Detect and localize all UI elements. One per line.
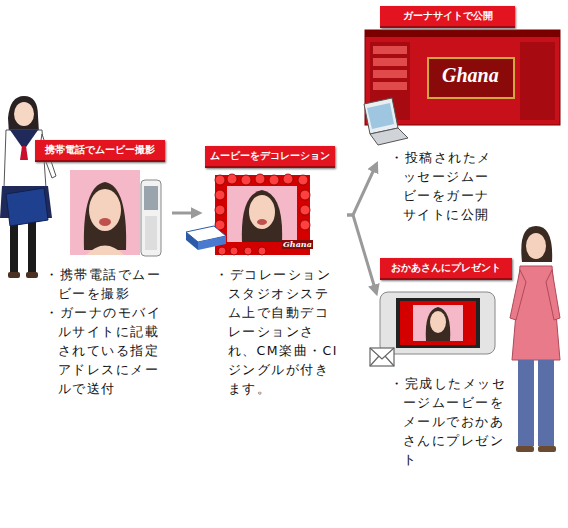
site-button xyxy=(373,58,407,66)
site-button xyxy=(373,82,407,90)
schoolgirl-figure xyxy=(0,96,56,278)
hair xyxy=(426,307,451,341)
step-note: ・ガーナのモバイルサイトに記載されている指定アドレスにメールで送付 xyxy=(45,303,167,398)
flow-arrow xyxy=(347,165,376,215)
mail-envelope xyxy=(370,348,394,366)
server-side xyxy=(186,232,198,250)
flow-arrow xyxy=(172,212,198,215)
mother-figure xyxy=(510,226,560,452)
phone-screen xyxy=(144,186,158,210)
leg xyxy=(28,218,36,274)
site-bar xyxy=(365,30,560,37)
step-note: ・携帯電話でムービーを撮影 xyxy=(45,265,167,303)
envelope-body xyxy=(370,348,394,366)
shoe xyxy=(26,272,38,278)
laptop xyxy=(364,98,408,145)
jeans-leg xyxy=(538,360,554,446)
site-button xyxy=(373,46,407,54)
hair xyxy=(521,226,552,262)
step-note: ・デコレーションスタジオシステム上で自動デコレーションされ、CM楽曲・CIジング… xyxy=(215,265,340,398)
arm xyxy=(510,270,526,320)
mouth xyxy=(257,219,267,225)
laptop-keyboard xyxy=(370,128,408,145)
jeans-leg xyxy=(518,360,534,446)
phone-landscape xyxy=(380,292,495,354)
photo-ground xyxy=(413,305,463,341)
step-box: 携帯電話でムービー撮影・携帯電話でムービーを撮影・ガーナのモバイルサイトに記載さ… xyxy=(35,140,170,398)
mobile-phone xyxy=(141,180,161,256)
step-heading: 携帯電話でムービー撮影 xyxy=(35,140,165,162)
face xyxy=(14,102,34,126)
site-button xyxy=(373,70,407,78)
rose-frame xyxy=(400,301,476,345)
shoe xyxy=(538,446,556,452)
movie-photo xyxy=(70,170,140,255)
face xyxy=(526,233,546,259)
step-box: おかあさんにプレゼント・完成したメッセージムービーをメールでおかあさんにプレゼン… xyxy=(378,258,513,469)
step-box: ムービーをデコレーション・デコレーションスタジオシステム上で自動デコレーションさ… xyxy=(200,146,345,398)
face xyxy=(89,189,121,231)
school-bag xyxy=(6,188,48,226)
phone-screen xyxy=(396,298,480,348)
leg xyxy=(10,218,18,274)
logo-text: Ghana xyxy=(440,64,501,86)
neck xyxy=(86,246,124,256)
face xyxy=(249,195,275,229)
step-box: ガーナサイトで公開・投稿されたメッセージムービーをガーナサイトに公開 xyxy=(378,6,560,224)
site-logo-panel xyxy=(428,58,514,98)
phone-body xyxy=(380,292,495,354)
photo-ground xyxy=(70,170,140,255)
step-heading: ムービーをデコレーション xyxy=(205,146,335,168)
mouth xyxy=(99,218,111,226)
laptop-display xyxy=(367,103,394,129)
site-side xyxy=(520,42,555,120)
logo-text: Ghana xyxy=(282,240,313,249)
hair xyxy=(242,190,282,242)
photo-ground xyxy=(227,186,297,242)
shoe xyxy=(516,446,534,452)
step-heading: おかあさんにプレゼント xyxy=(380,258,512,280)
decoration-server xyxy=(186,226,226,250)
shoe xyxy=(8,272,20,278)
phone-keys xyxy=(145,216,157,250)
step-heading: ガーナサイトで公開 xyxy=(380,6,515,28)
hair xyxy=(84,182,126,250)
envelope-flap xyxy=(370,348,394,366)
server-front xyxy=(198,236,226,250)
flow-arrow xyxy=(347,215,376,292)
phone-body xyxy=(141,180,161,256)
step-note: ・投稿されたメッセージムービーをガーナサイトに公開 xyxy=(390,148,502,224)
face xyxy=(430,311,446,333)
scarf xyxy=(20,146,28,160)
step-note: ・完成したメッセージムービーをメールでおかあさんにプレゼント xyxy=(390,374,506,469)
arm xyxy=(546,270,560,320)
